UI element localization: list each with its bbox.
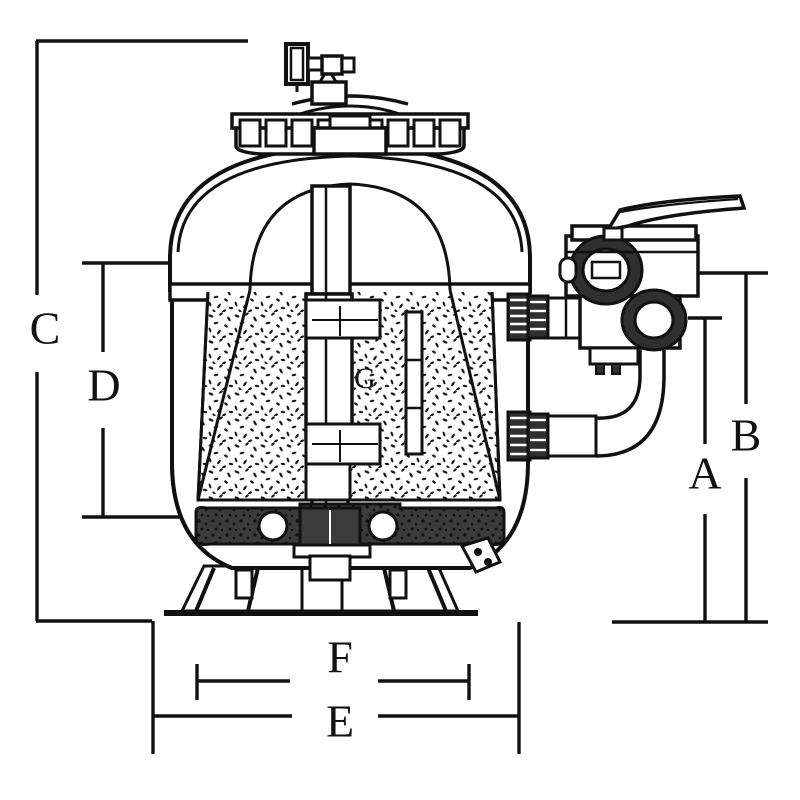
drain-cap <box>459 536 503 574</box>
multiport-valve <box>558 224 700 375</box>
dimension-A <box>688 316 722 622</box>
internal-support-rod <box>404 310 424 456</box>
dimension-label-B: B <box>731 410 762 461</box>
internal-diffuser-lower <box>304 422 382 502</box>
return-elbow-pipe <box>594 350 666 458</box>
upper-bulkhead-union <box>506 292 592 342</box>
dimension-E <box>151 621 521 754</box>
lid-clamp-ring <box>230 94 470 156</box>
lower-bulkhead-union <box>506 410 598 462</box>
dimension-labels: A B C D E F <box>30 303 762 747</box>
filter-base-stand <box>164 564 478 616</box>
dimension-B <box>612 271 768 624</box>
callout-labels: G <box>354 362 376 395</box>
sand-bed-outline <box>196 291 502 501</box>
dimension-label-A: A <box>688 448 721 499</box>
lateral-underdrain-assembly <box>194 502 506 582</box>
dimension-F <box>195 664 471 700</box>
valve-handle <box>602 194 747 242</box>
dimension-label-E: E <box>326 696 354 747</box>
dimension-label-F: F <box>327 632 353 683</box>
tank-inner-wall <box>196 289 502 501</box>
air-relief-valve <box>310 64 348 106</box>
pressure-gauge <box>284 42 356 92</box>
dimension-lines <box>35 39 768 754</box>
callout-label-G: G <box>354 362 376 395</box>
valve-port-lower <box>620 288 688 352</box>
dimension-label-C: C <box>30 303 61 354</box>
dimension-label-D: D <box>87 360 120 411</box>
dimension-C <box>35 39 248 623</box>
internal-diffuser-upper <box>304 298 382 340</box>
